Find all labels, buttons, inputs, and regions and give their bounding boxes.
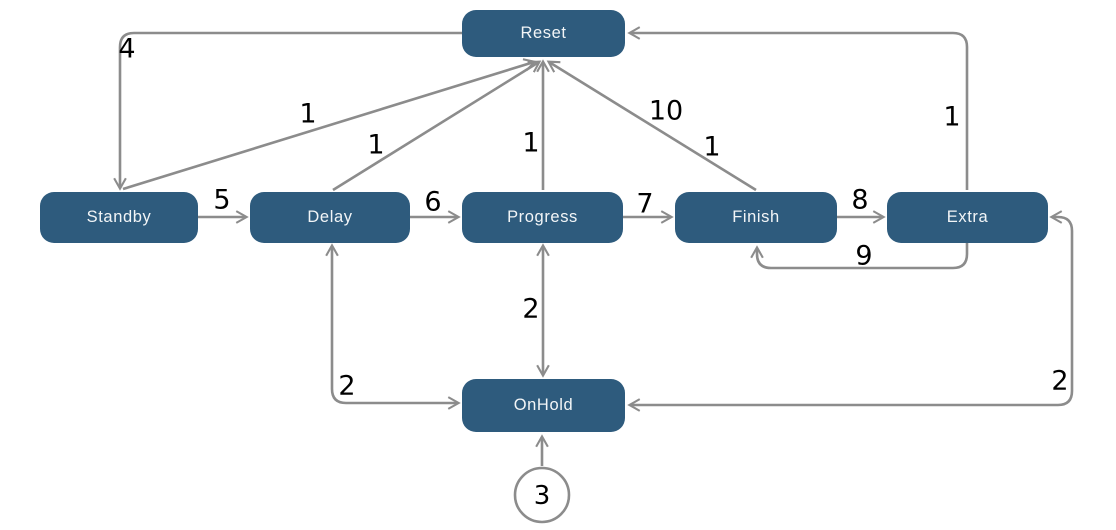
edge-label-extra-reset: 1	[943, 101, 961, 133]
edge-label-reset-standby: 4	[118, 33, 136, 65]
state-node-progress: Progress	[462, 192, 623, 243]
edge-label-extra-onhold: 2	[1051, 365, 1069, 397]
state-node-standby: Standby	[40, 192, 198, 243]
edge-label-progress-reset: 1	[522, 127, 540, 159]
edge-label-delay-onhold: 2	[338, 370, 356, 402]
edge-label-progress-onhold: 2	[522, 293, 540, 325]
state-node-onhold: OnHold	[462, 379, 625, 432]
edge-reset-standby	[113, 31, 462, 191]
edge-label-extra-finish: 9	[855, 240, 873, 272]
state-node-delay: Delay	[250, 192, 410, 243]
edge-extra-reset	[627, 26, 969, 190]
edge-delay-reset	[332, 60, 542, 192]
edge-label-standby-reset: 1	[299, 98, 317, 130]
edge-standby-reset	[122, 58, 537, 191]
edge-extra-onhold	[627, 210, 1074, 412]
edge-label-finish-reset-10: 10	[648, 95, 684, 127]
edge-label-finish-extra: 8	[851, 184, 869, 216]
edge-finish-reset	[546, 60, 757, 192]
edge-label-progress-finish: 7	[636, 188, 654, 220]
edge-delay-onhold	[325, 243, 461, 410]
start-marker-label: 3	[533, 481, 551, 511]
state-node-reset: Reset	[462, 10, 625, 57]
start-marker-circle	[513, 466, 571, 524]
edge-label-delay-progress: 6	[424, 186, 442, 218]
edge-label-standby-delay: 5	[213, 184, 231, 216]
edge-label-finish-reset-1: 1	[703, 131, 721, 163]
edge-label-delay-reset: 1	[367, 129, 385, 161]
state-node-finish: Finish	[675, 192, 837, 243]
state-node-extra: Extra	[887, 192, 1048, 243]
